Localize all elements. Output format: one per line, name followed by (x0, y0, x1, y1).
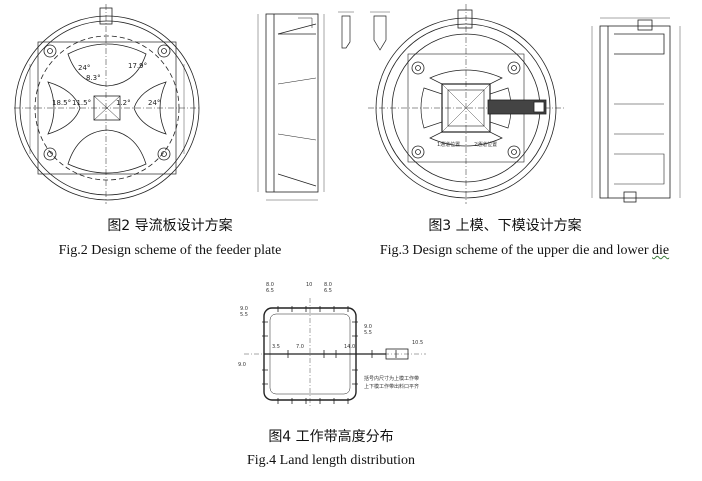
land-length-svg: 8.0 6.5 10 8.0 6.5 9.0 5.5 9.0 5.5 3.5 7… (238, 282, 426, 408)
feeder-plate-svg: 24° 8.3° 17.9° 18.5° 11.5° 1.2° 24° (14, 4, 325, 204)
figure-4-caption-cn: 图4 工作带高度分布 (268, 429, 394, 445)
land-value-10-5: 10.5 (412, 340, 423, 346)
figure-3-upper-lower-die-drawing: 1通道位置 2通道位置 (338, 4, 700, 209)
land-value-14-0: 14.0 (344, 344, 355, 350)
channel-2-position-label: 2通道位置 (474, 141, 497, 148)
land-value-5-5-a: 5.5 (240, 312, 248, 318)
land-value-8-0-b: 8.0 (324, 282, 332, 288)
note-bracket-upper-die: 括号内尺寸为上模工作带 (364, 375, 419, 382)
die-channel-labels: 1通道位置 2通道位置 (437, 141, 497, 148)
figure-2-feeder-plate-drawing: 24° 8.3° 17.9° 18.5° 11.5° 1.2° 24° (8, 4, 338, 209)
die-front-view (368, 4, 564, 204)
die-drawing-svg: 1通道位置 2通道位置 (338, 4, 681, 204)
die-detail-views (338, 11, 390, 51)
angle-label-11-5: 11.5° (72, 99, 91, 107)
land-value-3-5: 3.5 (272, 344, 280, 350)
feeder-plate-angle-labels: 24° 8.3° 17.9° 18.5° 11.5° 1.2° 24° (52, 62, 160, 107)
land-value-8-0-a: 8.0 (266, 282, 274, 288)
figure-3-caption-cn: 图3 上模、下模设计方案 (428, 218, 582, 234)
land-length-notes: 括号内尺寸为上模工作带 上下模工作带出料口平齐 (364, 375, 419, 390)
land-value-6-5-b: 6.5 (324, 288, 332, 294)
land-value-5-5-b: 5.5 (364, 330, 372, 336)
land-length-values: 8.0 6.5 10 8.0 6.5 9.0 5.5 9.0 5.5 3.5 7… (238, 282, 423, 368)
land-value-6-5-a: 6.5 (266, 288, 274, 294)
feeder-plate-side-section (257, 13, 325, 201)
land-profile-outline (244, 298, 426, 408)
angle-label-24-top: 24° (78, 64, 90, 72)
figure-2-caption-en: Fig.2 Design scheme of the feeder plate (58, 243, 282, 258)
land-value-9-0-b: 9.0 (364, 324, 372, 330)
angle-label-18-5: 18.5° (52, 99, 71, 107)
angle-label-24-right: 24° (148, 99, 160, 107)
die-side-section (591, 17, 681, 203)
feeder-plate-front-view (14, 4, 200, 204)
figure-2-caption-cn: 图2 导流板设计方案 (107, 218, 233, 234)
figure-3-caption-en-tail: die (652, 243, 670, 258)
land-value-7-0: 7.0 (296, 344, 304, 350)
land-value-9-0-c: 9.0 (238, 362, 246, 368)
land-value-10: 10 (306, 282, 312, 288)
angle-label-1-2: 1.2° (116, 99, 131, 107)
land-value-9-0-a: 9.0 (240, 306, 248, 312)
figure-4-caption-en: Fig.4 Land length distribution (247, 453, 415, 468)
figure-3-caption-en: Fig.3 Design scheme of the upper die and… (352, 243, 697, 259)
figure-4-land-length-drawing: 8.0 6.5 10 8.0 6.5 9.0 5.5 9.0 5.5 3.5 7… (236, 278, 446, 420)
angle-label-17-9: 17.9° (128, 62, 147, 70)
figure-3-caption-en-main: Fig.3 Design scheme of the upper die and… (379, 243, 653, 258)
channel-1-position-label: 1通道位置 (437, 141, 460, 148)
note-outlet-flush: 上下模工作带出料口平齐 (364, 383, 419, 390)
angle-label-8-3: 8.3° (86, 74, 101, 82)
